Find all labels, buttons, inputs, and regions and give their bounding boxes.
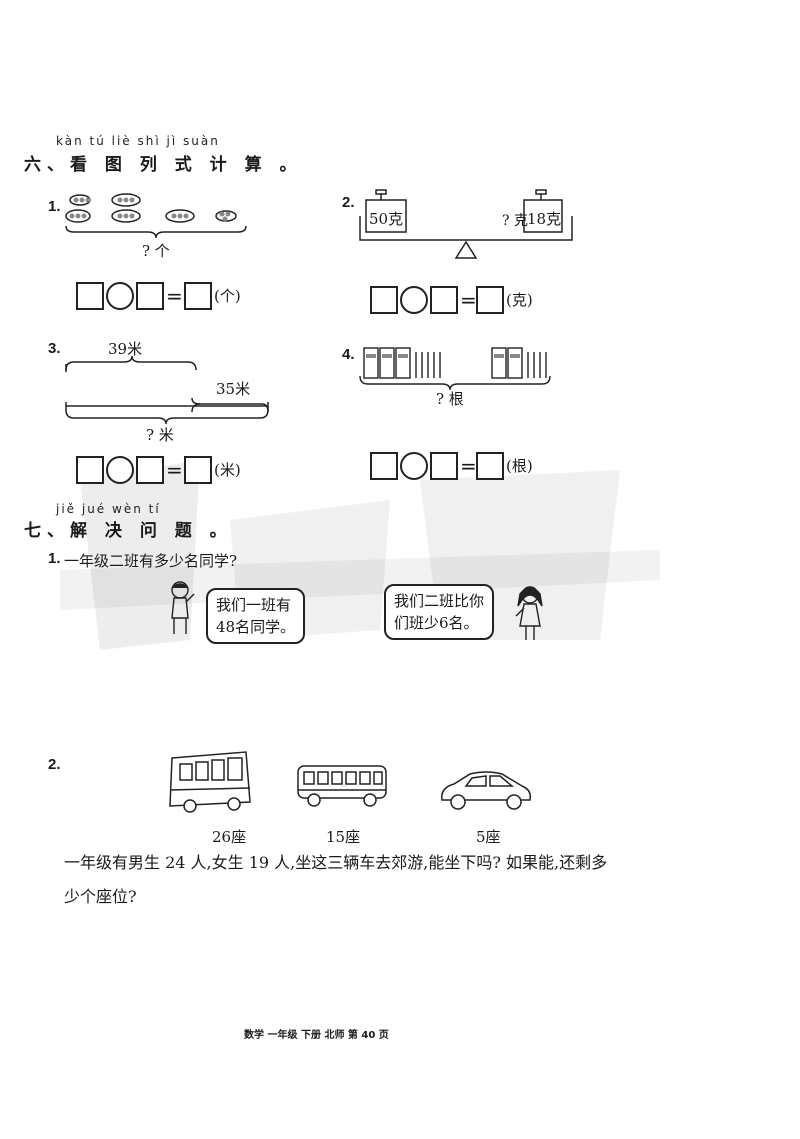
page-footer: 数学 一年级 下册 北师 第 40 页	[244, 1030, 389, 1041]
problem4-number: 4.	[342, 346, 355, 363]
problem3-equals: =	[166, 458, 183, 482]
problem4-sticks-icon	[359, 347, 551, 391]
problem4-unit: (根)	[506, 457, 533, 475]
problem1-number: 1.	[48, 198, 61, 215]
problem2-unit: (克)	[506, 291, 533, 309]
problem2-answer-box-3[interactable]	[476, 286, 504, 314]
problem3-unit: (米)	[214, 461, 241, 479]
section6-title: 六、看 图 列 式 计 算 。	[24, 155, 303, 175]
q1-number: 1.	[48, 550, 61, 567]
problem3-operator-circle[interactable]	[106, 456, 134, 484]
problem4-equals: =	[460, 454, 477, 478]
section7-pinyin: jiě jué wèn tí	[56, 502, 161, 516]
problem3-answer-box-2[interactable]	[136, 456, 164, 484]
q2-text-line2: 少个座位?	[64, 887, 137, 906]
q1-text: 一年级二班有多少名同学?	[64, 552, 238, 570]
problem2-operator-circle[interactable]	[400, 286, 428, 314]
problem4-answer-box-2[interactable]	[430, 452, 458, 480]
problem2-balance-icon	[359, 189, 573, 259]
bubble-right-line2: 们班少6名。	[394, 614, 479, 632]
problem3-question: ? 米	[146, 426, 174, 444]
problem2-answer-box-1[interactable]	[370, 286, 398, 314]
problem1-operator-circle[interactable]	[106, 282, 134, 310]
car-icon	[441, 771, 532, 810]
problem3-mid-label: 35米	[216, 380, 251, 398]
problem2-weight-right: 18克	[527, 210, 562, 228]
big-bus-icon	[169, 751, 251, 813]
seat-label-3: 5座	[476, 828, 501, 846]
problem4-question: ? 根	[436, 390, 464, 408]
speech-bubble-right: 我们二班比你 们班少6名。	[384, 584, 495, 640]
problem1-unit: (个)	[214, 287, 241, 305]
problem3-top-label: 39米	[108, 340, 143, 358]
problem1-answer-box-1[interactable]	[76, 282, 104, 310]
problem2-weight-left: 50克	[369, 210, 404, 228]
problem3-answer-box-1[interactable]	[76, 456, 104, 484]
girl-figure-icon	[515, 586, 543, 640]
speech-bubble-left: 我们一班有 48名同学。	[206, 588, 306, 644]
bubble-left-line2: 48名同学。	[216, 618, 296, 636]
section7-title: 七、解 决 问 题 。	[24, 521, 233, 541]
problem3-number: 3.	[48, 340, 61, 357]
seat-label-1: 26座	[212, 828, 247, 846]
q2-number: 2.	[48, 756, 61, 773]
q2-text-line1: 一年级有男生 24 人,女生 19 人,坐这三辆车去郊游,能坐下吗? 如果能,还…	[64, 853, 608, 872]
problem1-equals: =	[166, 284, 183, 308]
problem1-answer-box-2[interactable]	[136, 282, 164, 310]
section6-pinyin: kàn tú liè shì jì suàn	[56, 134, 220, 148]
problem2-equals: =	[460, 288, 477, 312]
problem3-segment-diagram	[65, 355, 269, 424]
problem4-operator-circle[interactable]	[400, 452, 428, 480]
seat-label-2: 15座	[326, 828, 361, 846]
problem4-answer-box-3[interactable]	[476, 452, 504, 480]
problem2-question: ? 克	[502, 213, 528, 229]
problem3-answer-box-3[interactable]	[184, 456, 212, 484]
problem1-question: ? 个	[142, 242, 170, 260]
bubble-right-line1: 我们二班比你	[394, 592, 485, 610]
small-bus-icon	[297, 765, 387, 807]
problem1-plates-icon	[65, 193, 247, 239]
problem2-answer-box-2[interactable]	[430, 286, 458, 314]
problem1-answer-box-3[interactable]	[184, 282, 212, 310]
problem2-number: 2.	[342, 194, 355, 211]
bubble-left-line1: 我们一班有	[216, 596, 292, 614]
boy-figure-icon	[171, 581, 195, 634]
problem4-answer-box-1[interactable]	[370, 452, 398, 480]
